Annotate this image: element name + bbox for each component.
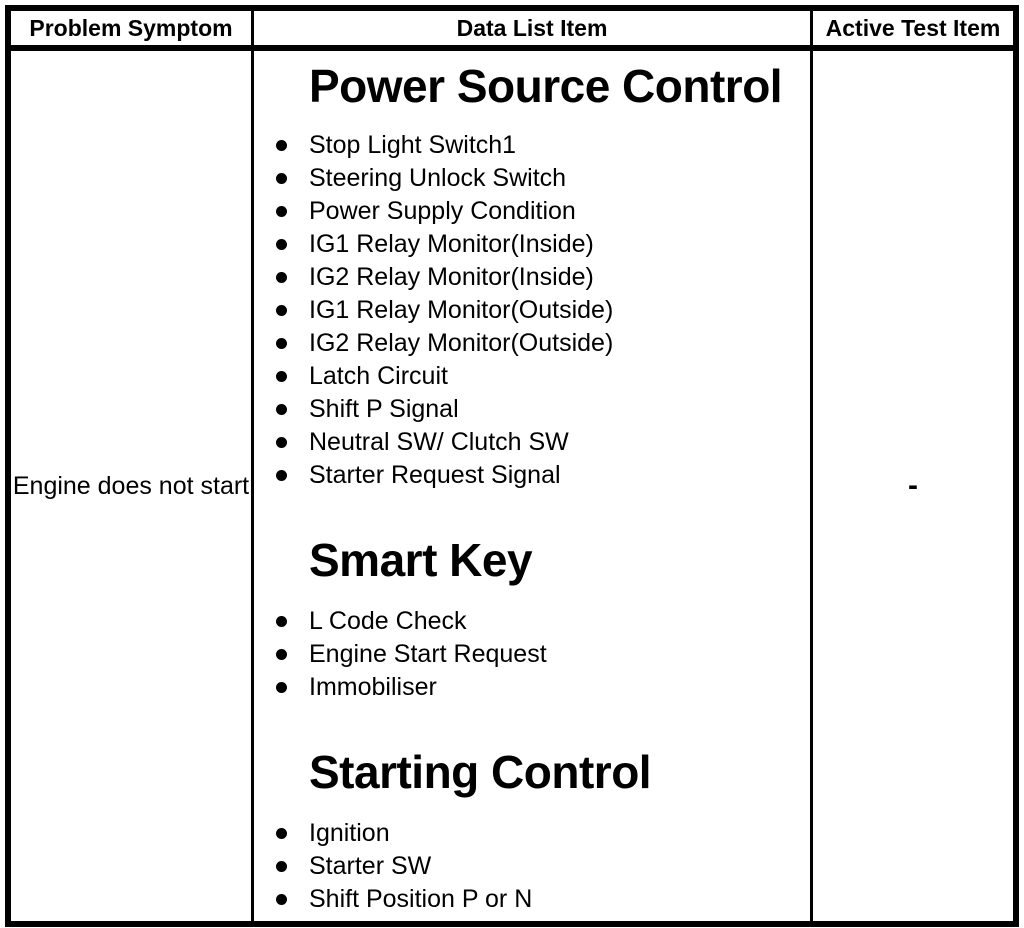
section-heading-power-source-control: Power Source Control: [309, 60, 783, 112]
list-item: Latch Circuit: [254, 360, 810, 393]
list-item-label: Stop Light Switch1: [309, 131, 517, 159]
list-item-label: Immobiliser: [309, 673, 437, 701]
list-item: IG2 Relay Monitor(Outside): [254, 327, 810, 360]
list-item-label: L Code Check: [309, 607, 467, 635]
table-header-row: Problem Symptom Data List Item Active Te…: [11, 11, 1013, 51]
list-item: Ignition: [254, 817, 810, 850]
list-item-label: Steering Unlock Switch: [309, 164, 567, 192]
bullet-icon: [276, 470, 287, 481]
list-item-label: Shift Position P or N: [309, 885, 533, 913]
section-heading-starting-control: Starting Control: [309, 746, 652, 798]
list-item-label: Shift P Signal: [309, 395, 459, 423]
header-data-list-item: Data List Item: [254, 11, 813, 45]
bullet-icon: [276, 206, 287, 217]
list-item: Engine Start Request: [254, 638, 810, 671]
list-item: Shift Position P or N: [254, 883, 810, 916]
list-item-label: Ignition: [309, 819, 390, 847]
list-item: Immobiliser: [254, 671, 810, 704]
bullet-icon: [276, 338, 287, 349]
bullet-icon: [276, 239, 287, 250]
diagnostic-table: Problem Symptom Data List Item Active Te…: [5, 5, 1019, 927]
list-item: Neutral SW/ Clutch SW: [254, 426, 810, 459]
bullet-icon: [276, 437, 287, 448]
list-item-label: IG1 Relay Monitor(Inside): [309, 230, 594, 258]
list-item: Starter SW: [254, 850, 810, 883]
bullet-icon: [276, 894, 287, 905]
list-item: Stop Light Switch1: [254, 129, 810, 162]
list-item-label: IG2 Relay Monitor(Inside): [309, 263, 594, 291]
bullet-icon: [276, 272, 287, 283]
list-item-label: Engine Start Request: [309, 640, 547, 668]
list-item: Power Supply Condition: [254, 195, 810, 228]
table-body-row: Engine does not start Power Source Contr…: [11, 51, 1013, 921]
data-list-cell: Power Source Control Stop Light Switch1 …: [254, 51, 813, 921]
bullet-icon: [276, 616, 287, 627]
starting-control-list: Ignition Starter SW Shift Position P or …: [254, 817, 810, 916]
bullet-icon: [276, 649, 287, 660]
list-item: L Code Check: [254, 605, 810, 638]
bullet-icon: [276, 682, 287, 693]
list-item-label: Starter SW: [309, 852, 432, 880]
bullet-icon: [276, 173, 287, 184]
list-item-label: IG1 Relay Monitor(Outside): [309, 296, 614, 324]
bullet-icon: [276, 861, 287, 872]
list-item: IG1 Relay Monitor(Inside): [254, 228, 810, 261]
list-item: IG1 Relay Monitor(Outside): [254, 294, 810, 327]
bullet-icon: [276, 140, 287, 151]
list-item-label: Neutral SW/ Clutch SW: [309, 428, 569, 456]
header-active-test-item: Active Test Item: [825, 14, 1001, 41]
list-item-label: Starter Request Signal: [309, 461, 561, 489]
bullet-icon: [276, 305, 287, 316]
smart-key-list: L Code Check Engine Start Request Immobi…: [254, 605, 810, 704]
active-test-item-cell: -: [908, 469, 918, 502]
list-item: Steering Unlock Switch: [254, 162, 810, 195]
list-item: Shift P Signal: [254, 393, 810, 426]
bullet-icon: [276, 828, 287, 839]
problem-symptom-cell: Engine does not start: [11, 51, 254, 921]
list-item-label: Power Supply Condition: [309, 197, 576, 225]
bullet-icon: [276, 404, 287, 415]
section-heading-smart-key: Smart Key: [309, 534, 533, 586]
list-item: IG2 Relay Monitor(Inside): [254, 261, 810, 294]
power-source-control-list: Stop Light Switch1 Steering Unlock Switc…: [254, 129, 810, 492]
header-problem-symptom: Problem Symptom: [11, 11, 254, 45]
list-item-label: IG2 Relay Monitor(Outside): [309, 329, 614, 357]
bullet-icon: [276, 371, 287, 382]
list-item-label: Latch Circuit: [309, 362, 448, 390]
list-item: Starter Request Signal: [254, 459, 810, 492]
